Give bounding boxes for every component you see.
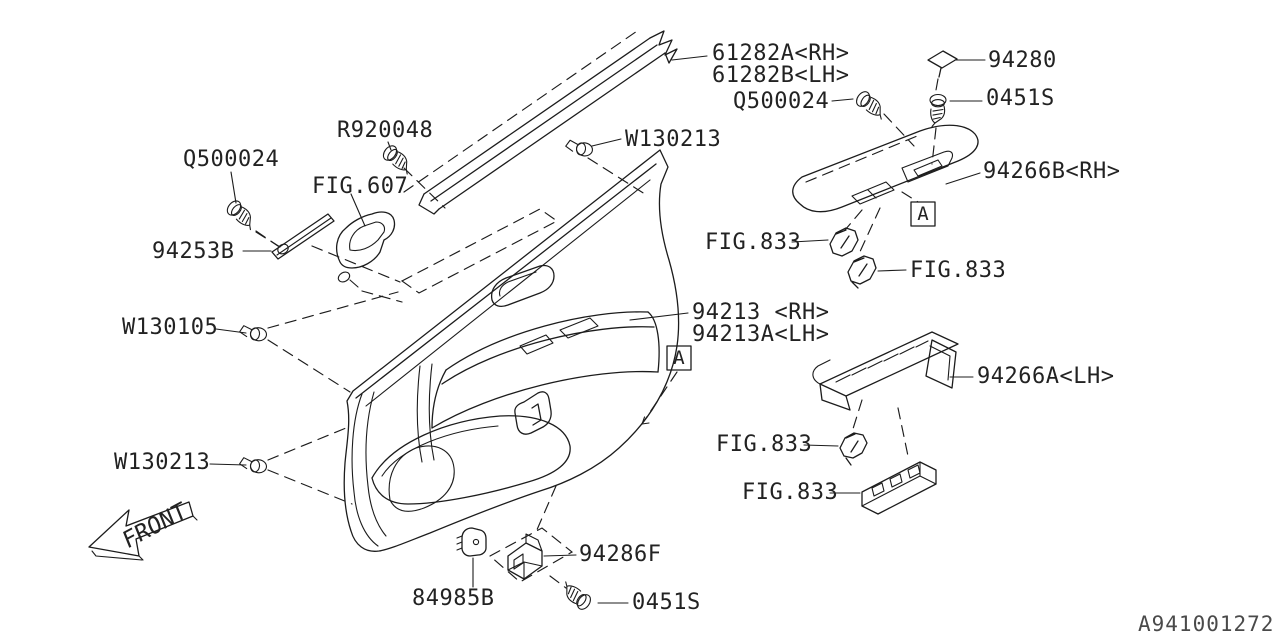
clip-94280-part bbox=[927, 50, 958, 78]
section-marker-a-center: A bbox=[641, 345, 692, 425]
front-arrow: FRONT bbox=[88, 498, 198, 561]
clip-w130213-top bbox=[564, 139, 649, 197]
panel-outline bbox=[343, 149, 680, 552]
connector-fig833-a bbox=[829, 227, 859, 257]
clip-w130105 bbox=[238, 291, 399, 393]
label-94213a-lh: 94213A<LH> bbox=[692, 322, 829, 347]
bracket-assembly-94286f bbox=[456, 485, 594, 613]
section-marker-a-center-label: A bbox=[673, 347, 685, 369]
label-fig833-a: FIG.833 bbox=[705, 230, 801, 255]
connector-fig833-c bbox=[839, 432, 868, 466]
label-q500024-left: Q500024 bbox=[183, 147, 279, 172]
part-labels: 61282A<RH> 61282B<LH> 94280 0451S Q50002… bbox=[114, 41, 1120, 615]
label-fig607: FIG.607 bbox=[312, 174, 408, 199]
label-94266a-lh: 94266A<LH> bbox=[977, 364, 1114, 389]
panel-dashed-mount-area bbox=[400, 208, 559, 294]
label-94266b-rh: 94266B<RH> bbox=[983, 159, 1120, 184]
section-marker-a-right: A bbox=[910, 201, 936, 227]
label-94213-rh: 94213 <RH> bbox=[692, 300, 829, 325]
label-94280: 94280 bbox=[988, 48, 1057, 73]
switch-panel-94266b-rh bbox=[792, 50, 979, 289]
label-61282b-lh: 61282B<LH> bbox=[712, 63, 849, 88]
panel-handle-cutout bbox=[490, 264, 555, 307]
label-w130105: W130105 bbox=[122, 315, 218, 340]
label-fig833-b: FIG.833 bbox=[910, 258, 1006, 283]
label-w130213-top: W130213 bbox=[625, 127, 721, 152]
front-label: FRONT bbox=[119, 498, 190, 555]
label-fig833-d: FIG.833 bbox=[742, 480, 838, 505]
label-fig833-c: FIG.833 bbox=[716, 432, 812, 457]
label-0451s-bottom: 0451S bbox=[632, 590, 701, 615]
switch-panel-body bbox=[792, 124, 979, 213]
panel-beltline bbox=[355, 163, 657, 399]
label-84985b: 84985B bbox=[412, 586, 494, 611]
panel-left-sculpting bbox=[351, 363, 455, 547]
screw-0451s-top-part bbox=[929, 93, 947, 128]
screw-q500024-right-part bbox=[853, 88, 890, 122]
weatherstrip-61282 bbox=[403, 28, 678, 215]
switch-panel-94266a-lh bbox=[812, 331, 959, 515]
panel-map-pocket bbox=[371, 415, 571, 505]
diagram-id: A941001272 bbox=[1138, 612, 1274, 636]
label-94253b: 94253B bbox=[152, 239, 234, 264]
screw-0451s-bottom-part bbox=[557, 579, 594, 613]
strip-clip bbox=[277, 243, 289, 255]
clip-w130213-bottom bbox=[238, 427, 353, 505]
inner-handle-fig607 bbox=[335, 211, 403, 303]
label-94286f: 94286F bbox=[579, 542, 661, 567]
clip-84985b-part bbox=[456, 527, 487, 557]
connector-fig833-b bbox=[847, 255, 877, 289]
section-marker-a-right-label: A bbox=[917, 203, 929, 225]
connector-fig833-d bbox=[861, 461, 937, 515]
panel-armrest bbox=[431, 311, 660, 429]
label-r920048: R920048 bbox=[337, 118, 433, 143]
sash-strip-94253b bbox=[255, 213, 401, 283]
screw-q500024-left bbox=[224, 197, 281, 248]
leader-lines bbox=[209, 55, 986, 604]
label-q500024-right: Q500024 bbox=[733, 89, 829, 114]
label-w130213-bottom: W130213 bbox=[114, 450, 210, 475]
label-0451s-top: 0451S bbox=[986, 86, 1055, 111]
weatherstrip-end-cap bbox=[649, 30, 678, 64]
screw-r920048 bbox=[380, 142, 446, 209]
door-trim-panel-94213 bbox=[343, 149, 680, 552]
label-61282a-rh: 61282A<RH> bbox=[712, 41, 849, 66]
panel-pull-handle bbox=[514, 391, 552, 435]
bracket-94286f-part bbox=[507, 533, 543, 580]
handle-screw bbox=[337, 271, 351, 283]
